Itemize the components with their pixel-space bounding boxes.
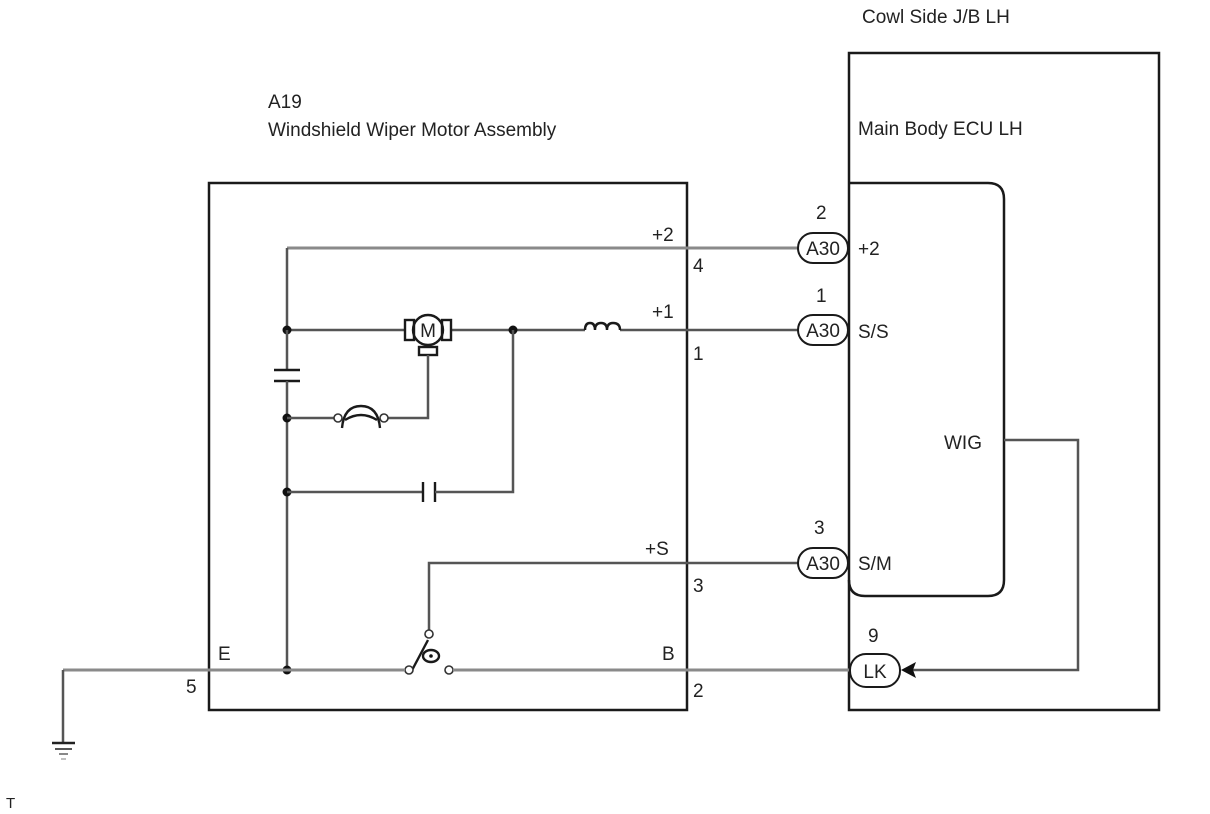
wire-plus-s	[427, 561, 800, 634]
ecu-signal-wig: WIG	[944, 433, 982, 454]
motor-terminal-pin: 1	[693, 344, 704, 365]
svg-text:A30: A30	[806, 321, 840, 342]
motor-symbol-label: M	[420, 321, 436, 342]
capacitor-icon	[274, 368, 300, 383]
ecu-box	[847, 181, 1006, 598]
motor-terminal-name: +1	[652, 302, 674, 323]
connector-pin-number: 1	[816, 286, 827, 307]
connector-pin-number: 2	[816, 203, 827, 224]
wire-wig-lk	[910, 438, 1080, 672]
motor-terminal-pin: 5	[186, 677, 197, 698]
motor-terminal-name: +S	[645, 539, 669, 560]
wire-cap2-right	[435, 330, 515, 494]
ecu-title: Main Body ECU LH	[858, 119, 1023, 140]
motor-icon: M	[403, 313, 453, 357]
connector-pin-number: 3	[814, 518, 825, 539]
svg-text:LK: LK	[863, 662, 887, 683]
inductor-icon	[583, 321, 622, 331]
connector-lk-pin9: LK	[849, 653, 901, 688]
arrow-icon	[901, 662, 916, 678]
motor-terminal-pin: 3	[693, 576, 704, 597]
corner-mark: T	[6, 795, 15, 812]
motor-assembly-box	[207, 181, 689, 712]
capacitor-icon	[421, 482, 437, 502]
ecu-signal-label: S/M	[858, 554, 892, 575]
wire-motor-brush	[385, 355, 430, 420]
connector-a30-pin2: A30	[797, 232, 849, 264]
motor-terminal-name: E	[218, 644, 231, 665]
motor-terminal-pin: 2	[693, 681, 704, 702]
svg-text:A30: A30	[806, 554, 840, 575]
ground-icon	[52, 741, 75, 760]
ecu-signal-label: +2	[858, 239, 880, 260]
motor-assembly-title: Windshield Wiper Motor Assembly	[268, 120, 557, 141]
motor-terminal-pin: 4	[693, 256, 704, 277]
motor-ref-code: A19	[268, 92, 302, 113]
junction-block-box	[847, 51, 1161, 712]
junction-block-title: Cowl Side J/B LH	[862, 7, 1010, 28]
ecu-signal-label: S/S	[858, 322, 889, 343]
connector-pin-number: 9	[868, 626, 879, 647]
connector-a30-pin3: A30	[797, 547, 849, 579]
circuit-breaker-icon	[333, 404, 389, 429]
motor-terminal-name: +2	[652, 225, 674, 246]
cam-switch-icon	[404, 629, 454, 675]
svg-text:A30: A30	[806, 239, 840, 260]
motor-terminal-name: B	[662, 644, 675, 665]
connector-a30-pin1: A30	[797, 314, 849, 346]
